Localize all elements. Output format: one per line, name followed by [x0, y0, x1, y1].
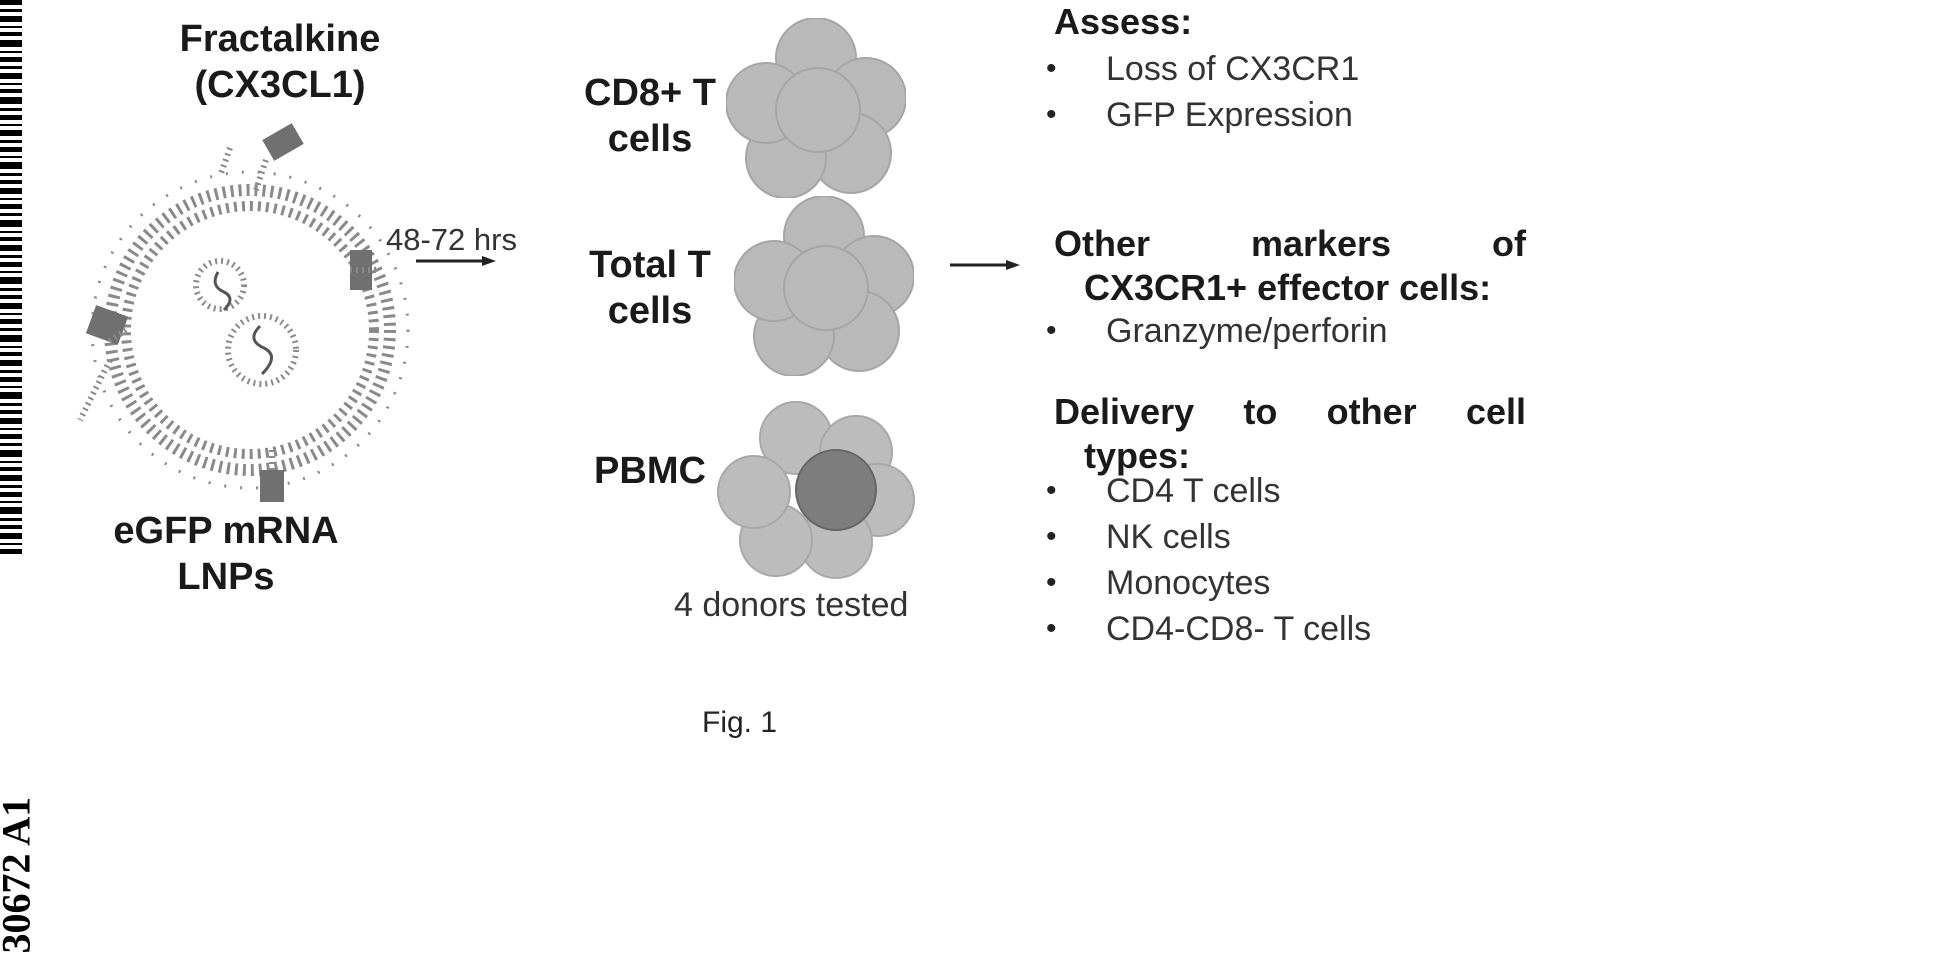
- lnp-illustration: [70, 120, 430, 520]
- cell-label-pbmc: PBMC: [560, 448, 740, 494]
- delivery-list: CD4 T cells NK cells Monocytes CD4-CD8- …: [1044, 468, 1371, 652]
- assess-heading: Assess:: [1054, 0, 1192, 44]
- lnp-particle: [92, 172, 408, 488]
- cell-cluster-cd8: [726, 18, 906, 198]
- lnp-caption-line2: LNPs: [86, 554, 366, 600]
- list-item: Granzyme/perforin: [1044, 308, 1388, 354]
- other-markers-heading-line2: CX3CR1+ effector cells:: [1054, 266, 1526, 310]
- list-item: Monocytes: [1044, 560, 1371, 606]
- lnp-caption: eGFP mRNA LNPs: [86, 508, 366, 600]
- pbmc-core: [796, 450, 876, 530]
- cell-cluster-pbmc: [716, 400, 916, 580]
- arrow-right-icon: [950, 258, 1020, 272]
- arrow-right-icon: [416, 254, 496, 268]
- list-item: CD4 T cells: [1044, 468, 1371, 514]
- figure-label: Fig. 1: [702, 706, 777, 740]
- lnp-caption-line1: eGFP mRNA: [86, 508, 366, 554]
- cell-label-total-t: Total T cells: [560, 242, 740, 334]
- cell-label-cd8: CD8+ T cells: [560, 70, 740, 162]
- other-markers-list: Granzyme/perforin: [1044, 308, 1388, 354]
- delivery-heading-line1: Delivery to other cell: [1054, 390, 1526, 434]
- fractalkine-title-line1: Fractalkine: [120, 16, 440, 62]
- fractalkine-title: Fractalkine (CX3CL1): [120, 16, 440, 108]
- side-patent-number: 30672 A1: [0, 600, 36, 959]
- list-item: Loss of CX3CR1: [1044, 46, 1359, 92]
- list-item: NK cells: [1044, 514, 1371, 560]
- incubation-time-label: 48-72 hrs: [386, 222, 517, 258]
- donors-note: 4 donors tested: [674, 586, 908, 625]
- fractalkine-title-line2: (CX3CL1): [120, 62, 440, 108]
- assess-list: Loss of CX3CR1 GFP Expression: [1044, 46, 1359, 138]
- list-item: CD4-CD8- T cells: [1044, 606, 1371, 652]
- other-markers-heading-line1: Other markers of: [1054, 222, 1526, 266]
- list-item: GFP Expression: [1044, 92, 1359, 138]
- delivery-heading: Delivery to other cell types:: [1054, 390, 1526, 478]
- ligand-proteins: [86, 123, 372, 502]
- barcode: [0, 0, 22, 560]
- cell-cluster-total-t: [734, 196, 914, 376]
- other-markers-heading: Other markers of CX3CR1+ effector cells:: [1054, 222, 1526, 310]
